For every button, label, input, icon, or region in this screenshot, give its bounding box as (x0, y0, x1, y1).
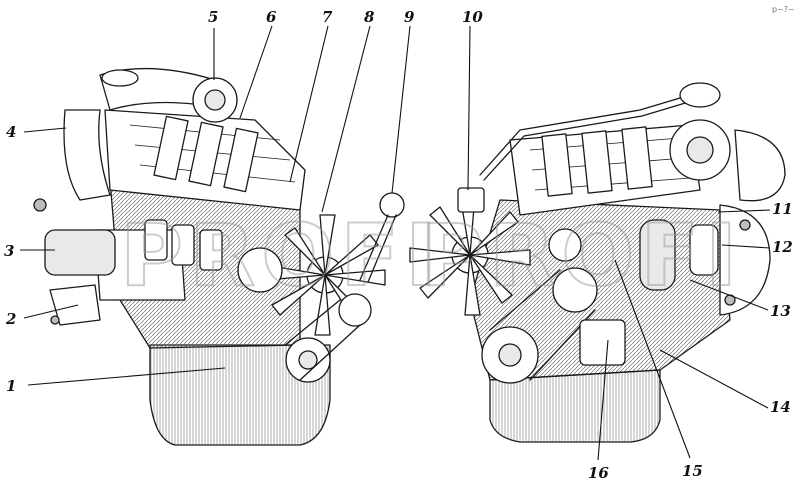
callout-2: 2 (5, 310, 16, 328)
callout-13: 13 (770, 302, 791, 320)
callout-labels: 1 2 3 4 5 6 7 8 9 10 11 12 13 14 15 16 (4, 8, 793, 482)
callout-7: 7 (322, 8, 333, 26)
callout-8: 8 (364, 8, 375, 26)
callout-1: 1 (6, 377, 16, 395)
callout-16: 16 (588, 464, 609, 482)
callout-10: 10 (462, 8, 483, 26)
right-engine-view (409, 82, 786, 443)
callout-14: 14 (770, 398, 791, 416)
callout-3: 3 (4, 242, 14, 260)
callout-15: 15 (682, 462, 703, 480)
callout-5: 5 (208, 8, 218, 26)
callout-11: 11 (772, 200, 793, 218)
callout-4: 4 (6, 123, 16, 141)
left-engine-view (33, 67, 405, 446)
callout-9: 9 (404, 8, 415, 26)
corner-mark: р~?~ (772, 5, 795, 14)
callout-6: 6 (266, 8, 277, 26)
watermark-text-2: PROFI (420, 206, 743, 306)
leader-lines (20, 25, 771, 461)
callout-12: 12 (772, 238, 793, 256)
watermark-text: PROFI (120, 206, 443, 306)
